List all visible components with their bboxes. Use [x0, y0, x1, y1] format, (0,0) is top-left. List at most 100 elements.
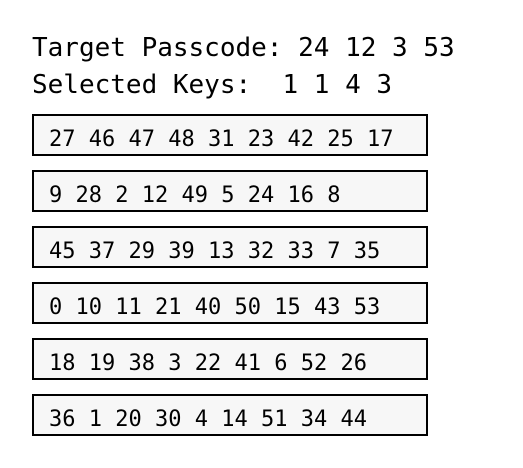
key-row-2: 9 28 2 12 49 5 24 16 8	[32, 170, 428, 212]
key-33[interactable]: 33	[287, 239, 315, 264]
key-41[interactable]: 41	[234, 351, 262, 376]
key-28[interactable]: 28	[75, 183, 103, 208]
key-1[interactable]: 1	[88, 407, 102, 432]
key-31[interactable]: 31	[208, 127, 235, 152]
key-separator	[155, 127, 168, 152]
key-4[interactable]: 4	[194, 407, 208, 432]
key-separator	[76, 407, 89, 432]
key-42[interactable]: 42	[287, 127, 315, 152]
key-52[interactable]: 52	[300, 351, 328, 376]
key-8[interactable]: 8	[327, 183, 341, 208]
key-separator	[248, 407, 261, 432]
target-passcode-value: 24 12 3 53	[298, 33, 455, 63]
key-9[interactable]: 9	[49, 183, 63, 208]
key-48[interactable]: 48	[168, 127, 195, 152]
key-row-1: 27 46 47 48 31 23 42 25 17	[32, 114, 428, 156]
key-separator	[62, 183, 75, 208]
key-separator	[195, 239, 208, 264]
key-39[interactable]: 39	[168, 239, 195, 264]
key-34[interactable]: 34	[300, 407, 328, 432]
key-44[interactable]: 44	[340, 407, 368, 432]
key-51[interactable]: 51	[261, 407, 288, 432]
key-5[interactable]: 5	[221, 183, 235, 208]
key-separator	[314, 239, 327, 264]
key-50[interactable]: 50	[234, 295, 262, 320]
key-35[interactable]: 35	[353, 239, 381, 264]
key-separator	[208, 183, 221, 208]
key-21[interactable]: 21	[155, 295, 182, 320]
key-separator	[327, 407, 340, 432]
key-separator	[274, 127, 287, 152]
key-separator	[76, 351, 89, 376]
key-separator	[182, 351, 195, 376]
key-13[interactable]: 13	[208, 239, 235, 264]
key-separator	[115, 127, 128, 152]
key-separator	[274, 183, 287, 208]
key-separator	[314, 183, 327, 208]
key-separator	[274, 239, 287, 264]
key-separator	[168, 183, 181, 208]
target-passcode-label: Target Passcode:	[32, 33, 283, 63]
key-separator	[221, 351, 234, 376]
key-separator	[288, 351, 301, 376]
key-24[interactable]: 24	[247, 183, 275, 208]
key-separator	[261, 351, 274, 376]
key-47[interactable]: 47	[128, 127, 156, 152]
key-separator	[261, 295, 274, 320]
key-36[interactable]: 36	[49, 407, 76, 432]
key-18[interactable]: 18	[49, 351, 76, 376]
key-30[interactable]: 30	[155, 407, 182, 432]
key-46[interactable]: 46	[88, 127, 116, 152]
key-separator	[235, 127, 248, 152]
key-26[interactable]: 26	[340, 351, 368, 376]
key-10[interactable]: 10	[75, 295, 103, 320]
key-38[interactable]: 38	[128, 351, 156, 376]
key-separator	[102, 183, 115, 208]
key-40[interactable]: 40	[194, 295, 222, 320]
key-27[interactable]: 27	[49, 127, 76, 152]
key-14[interactable]: 14	[221, 407, 248, 432]
key-7[interactable]: 7	[327, 239, 341, 264]
target-passcode-line: Target Passcode: 24 12 3 53	[32, 33, 455, 63]
key-separator	[301, 295, 314, 320]
key-separator	[129, 183, 142, 208]
key-separator	[327, 351, 340, 376]
key-6[interactable]: 6	[274, 351, 288, 376]
key-37[interactable]: 37	[88, 239, 116, 264]
key-23[interactable]: 23	[247, 127, 275, 152]
key-11[interactable]: 11	[115, 295, 142, 320]
key-2[interactable]: 2	[115, 183, 129, 208]
key-20[interactable]: 20	[115, 407, 142, 432]
key-separator	[115, 351, 128, 376]
key-0[interactable]: 0	[49, 295, 63, 320]
selected-keys-line: Selected Keys: 1 1 4 3	[32, 70, 392, 100]
key-separator	[142, 295, 155, 320]
key-43[interactable]: 43	[314, 295, 341, 320]
key-row-4: 0 10 11 21 40 50 15 43 53	[32, 282, 428, 324]
key-49[interactable]: 49	[181, 183, 209, 208]
key-53[interactable]: 53	[353, 295, 381, 320]
key-separator	[208, 407, 221, 432]
key-15[interactable]: 15	[274, 295, 301, 320]
key-22[interactable]: 22	[194, 351, 222, 376]
key-32[interactable]: 32	[247, 239, 275, 264]
key-separator	[182, 407, 195, 432]
key-separator	[155, 239, 168, 264]
key-25[interactable]: 25	[327, 127, 354, 152]
key-17[interactable]: 17	[367, 127, 394, 152]
key-separator	[235, 239, 248, 264]
key-19[interactable]: 19	[88, 351, 116, 376]
key-separator	[76, 127, 89, 152]
key-29[interactable]: 29	[128, 239, 156, 264]
key-45[interactable]: 45	[49, 239, 76, 264]
key-row-3: 45 37 29 39 13 32 33 7 35	[32, 226, 428, 268]
key-3[interactable]: 3	[168, 351, 182, 376]
key-separator	[102, 295, 115, 320]
selected-keys-value: 1 1 4 3	[282, 70, 393, 100]
selected-keys-label: Selected Keys:	[32, 70, 252, 100]
key-12[interactable]: 12	[141, 183, 169, 208]
key-separator	[182, 295, 195, 320]
key-separator	[155, 351, 168, 376]
key-16[interactable]: 16	[287, 183, 315, 208]
